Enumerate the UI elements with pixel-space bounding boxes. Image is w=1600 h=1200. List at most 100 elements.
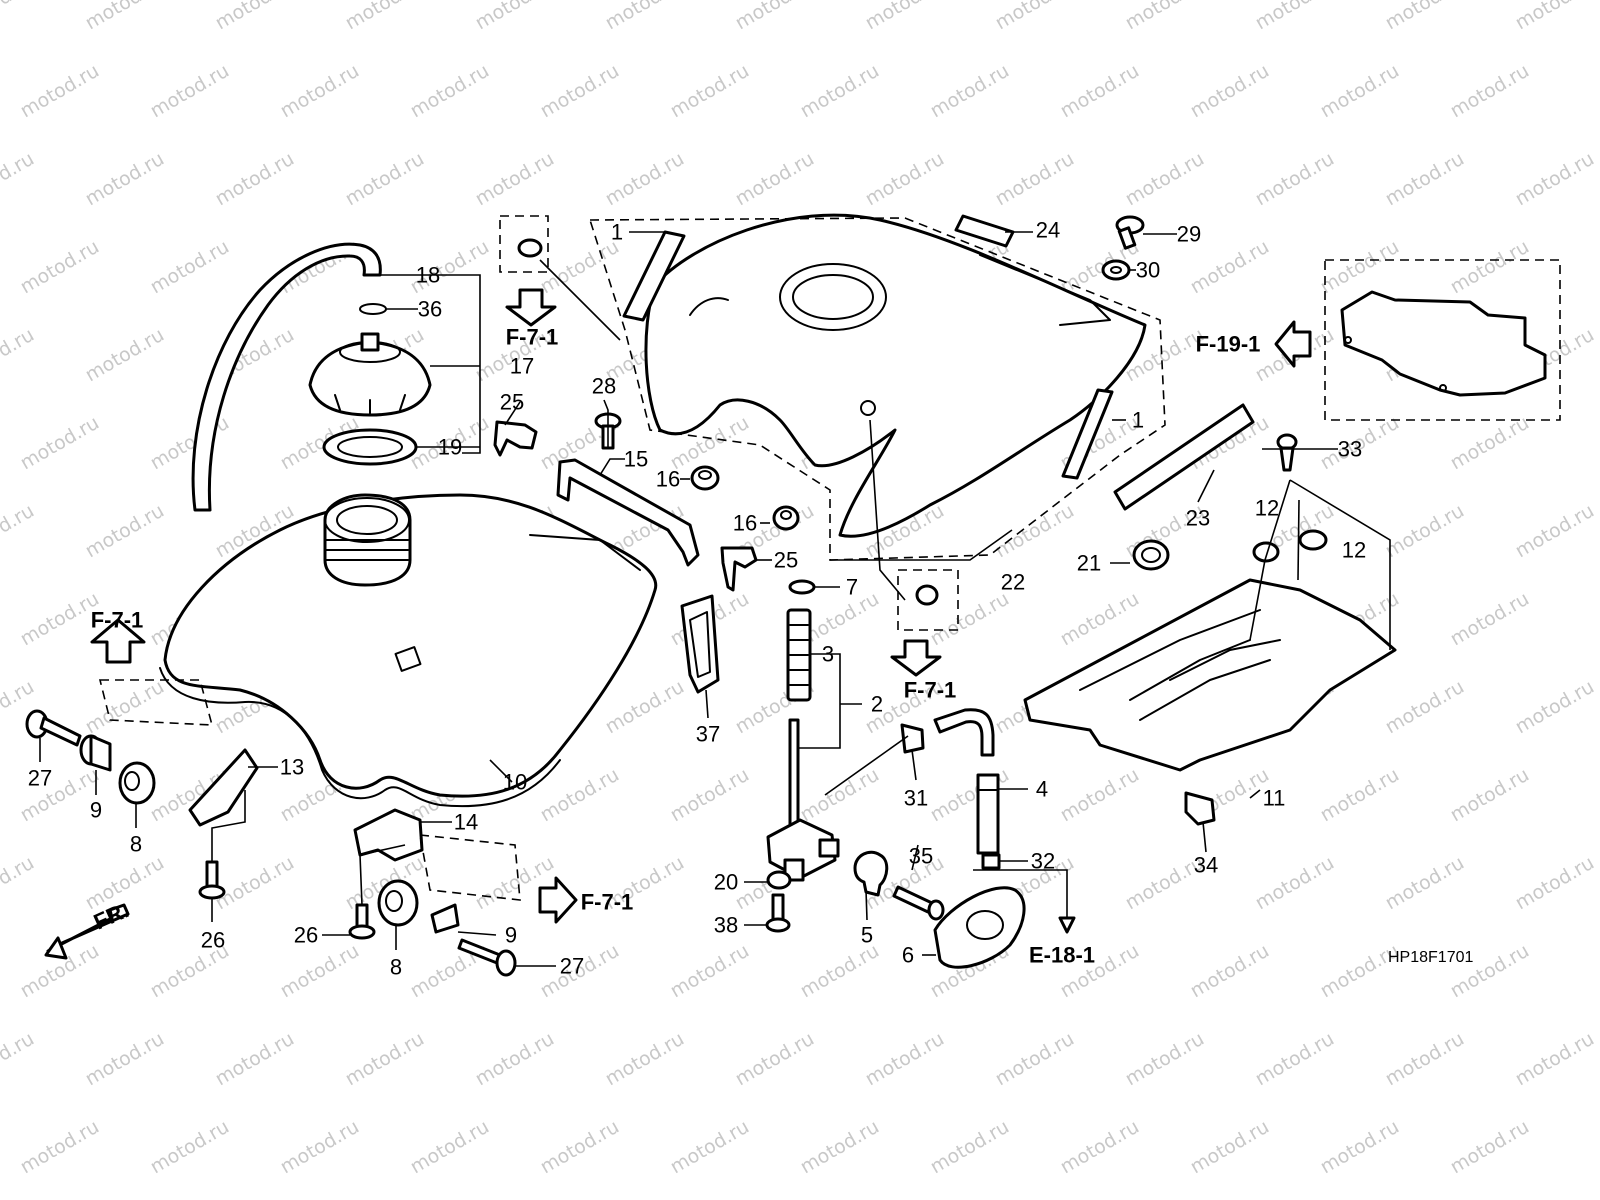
plug-12-right (1298, 529, 1328, 551)
callout-c30: 30 (1136, 258, 1160, 283)
callout-c8a: 8 (130, 832, 142, 857)
callout-c36: 36 (418, 297, 442, 322)
watermark-text: motod.ru (0, 0, 38, 34)
callout-c19: 19 (438, 435, 462, 460)
watermark-text: motod.ru (0, 852, 38, 915)
reference-r4: F-7-1 (581, 890, 634, 915)
seal-strip-1-left (622, 230, 686, 322)
watermark-text: motod.ru (342, 1028, 428, 1091)
watermark-text: motod.ru (147, 1116, 233, 1179)
watermark-text: motod.ru (862, 148, 948, 211)
watermark-text: motod.ru (1382, 0, 1468, 34)
arrow-right-f7-bottom (538, 876, 578, 924)
reference-r6: E-18-1 (1029, 943, 1095, 968)
watermark-text: motod.ru (212, 852, 298, 915)
callout-c6: 6 (902, 943, 914, 968)
watermark-text: motod.ru (667, 60, 753, 123)
watermark-text: motod.ru (797, 60, 883, 123)
watermark-text: motod.ru (82, 148, 168, 211)
watermark-text: motod.ru (862, 1028, 948, 1091)
watermark-text: motod.ru (17, 60, 103, 123)
watermark-text: motod.ru (732, 0, 818, 34)
tank-bracket-14 (353, 808, 424, 862)
callout-labels: 1123456788991011121213141516161718192021… (28, 218, 1366, 980)
callout-c16b: 16 (733, 511, 757, 536)
o-ring-7 (788, 579, 816, 595)
callout-c10: 10 (503, 770, 527, 795)
leader-lines (39, 231, 1391, 967)
rubber-strip-24 (954, 214, 1015, 248)
callout-c26b: 26 (294, 923, 318, 948)
callout-c25a: 25 (500, 390, 524, 415)
hose-clamp-32 (981, 853, 1001, 870)
arrow-down-f7-top (505, 288, 557, 327)
watermark-text: motod.ru (1512, 852, 1598, 915)
callout-c24: 24 (1036, 218, 1060, 243)
watermark-text: motod.ru (1512, 148, 1598, 211)
callout-c4: 4 (1036, 777, 1048, 802)
watermark-text: motod.ru (1447, 588, 1533, 651)
watermark-text: motod.ru (992, 1028, 1078, 1091)
reference-r5: F-19-1 (1196, 332, 1261, 357)
seal-strip-1-right (1061, 388, 1114, 480)
callout-c3: 3 (822, 642, 834, 667)
watermark-text: motod.ru (1057, 60, 1143, 123)
bolt-26-right (348, 903, 376, 940)
callout-c31: 31 (904, 786, 928, 811)
watermark-text: motod.ru (1122, 148, 1208, 211)
collar-9-right (430, 903, 460, 934)
watermark-text: motod.ru (472, 0, 558, 34)
callout-c1a: 1 (611, 220, 623, 245)
clip-25-lower (720, 546, 758, 592)
watermark-text: motod.ru (862, 0, 948, 34)
watermark-text: motod.ru (1187, 940, 1273, 1003)
callout-c8b: 8 (390, 955, 402, 980)
washer-20 (766, 870, 792, 890)
clip-33 (1276, 433, 1298, 472)
watermark-text: motod.ru (1187, 60, 1273, 123)
watermark-text: motod.ru (407, 1116, 493, 1179)
watermark-text: motod.ru (927, 588, 1013, 651)
callout-c27a: 27 (28, 766, 52, 791)
callout-c7: 7 (846, 575, 858, 600)
watermark-text: motod.ru (1252, 852, 1338, 915)
callout-c5: 5 (861, 923, 873, 948)
watermark-text: motod.ru (1447, 60, 1533, 123)
watermark-text: motod.ru (1317, 764, 1403, 827)
arrow-up-f7-left (90, 618, 146, 664)
cap-gasket (322, 428, 418, 466)
callout-c23: 23 (1186, 506, 1210, 531)
watermark-text: motod.ru (1382, 148, 1468, 211)
callout-c12a: 12 (1255, 496, 1279, 521)
screw-35 (892, 885, 945, 921)
watermark-text: motod.ru (472, 1028, 558, 1091)
watermark-text: motod.ru (82, 676, 168, 739)
watermark-text: motod.ru (602, 148, 688, 211)
bolt-26-left (198, 860, 226, 900)
mount-rubber-8-left (118, 761, 156, 805)
watermark-text: motod.ru (17, 412, 103, 475)
grommet-detail-mid (915, 584, 939, 606)
callout-c29: 29 (1177, 222, 1201, 247)
arrow-down-e18-head (1058, 916, 1076, 934)
watermark-text: motod.ru (667, 1116, 753, 1179)
watermark-text: motod.ru (927, 60, 1013, 123)
clip-34 (1184, 791, 1216, 826)
watermark-text: motod.ru (147, 60, 233, 123)
watermark-text: motod.ru (17, 1116, 103, 1179)
watermark-text: motod.ru (797, 1116, 883, 1179)
callout-c33: 33 (1338, 437, 1362, 462)
watermark-text: motod.ru (212, 0, 298, 34)
watermark-text: motod.ru (0, 324, 38, 387)
arrow-down-f7-mid (890, 639, 942, 677)
watermark-text: motod.ru (992, 148, 1078, 211)
callout-c12b: 12 (1342, 538, 1366, 563)
watermark-text: motod.ru (537, 236, 623, 299)
watermark-text: motod.ru (1317, 236, 1403, 299)
fuel-filler-cap (308, 332, 432, 417)
tank-bracket (556, 458, 700, 567)
watermark-text: motod.ru (0, 500, 38, 563)
watermark-text: motod.ru (277, 60, 363, 123)
hose-clamp-31 (900, 723, 925, 754)
callout-c2: 2 (871, 692, 883, 717)
